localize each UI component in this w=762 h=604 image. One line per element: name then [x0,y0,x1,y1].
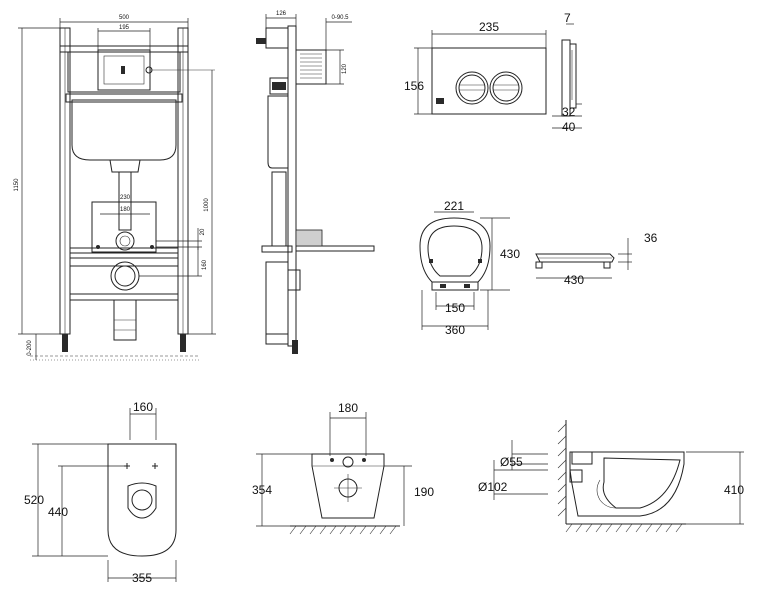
dim-flush-box-width: 195 [119,25,130,31]
bowl-top-view: 160 520 440 355 [24,400,177,585]
flush-pipe [118,171,132,231]
dim-seat-length: 430 [500,247,520,261]
dim-bowl-side-height: 410 [724,483,744,497]
flush-button-large [489,71,523,105]
flush-plate-view: 235 156 7 32 40 [404,11,582,134]
seat-top-view: 221 430 150 360 [419,199,520,337]
inlet-connector [115,231,135,251]
dim-bowl-back-hole-spacing: 180 [338,401,358,415]
dim-plate-thickness: 7 [564,11,571,25]
dim-seat-width-top: 221 [444,199,464,213]
dim-20: 20 [200,228,206,235]
dim-outlet-diameter: Ø102 [478,480,508,494]
dim-seat-hinge: 150 [445,301,465,315]
bowl-side-outline [569,451,685,517]
dim-inlet-diameter: Ø55 [500,455,523,469]
dim-bowl-outlet-height: 190 [414,485,434,499]
dim-side-adjust: 0-90.5 [331,15,349,21]
dim-plate-width: 235 [479,20,499,34]
side-drain-bend [265,261,301,335]
seat-outline [419,217,491,283]
dim-seat-side-length: 430 [564,273,584,287]
bowl-top-outline [107,443,177,557]
dim-plate-32: 32 [562,105,576,119]
dim-plate-40: 40 [562,120,576,134]
dim-adjust-range: 0-200 [27,340,33,356]
dim-seat-height: 36 [644,231,658,245]
frame-side-view: 126 0-90.5 120 [256,11,375,354]
side-cistern [267,95,289,169]
cistern-top [67,51,181,93]
dim-frame-height: 1150 [14,178,20,192]
frame-front-view: 500 195 1150 1000 230 180 20 160 0-200 [14,15,216,361]
flush-button-small [455,71,489,105]
frame-top-bar [59,45,189,53]
dim-side-height: 120 [342,63,348,74]
dim-bowl-length: 520 [24,493,44,507]
dim-bolt-spacing: 230 [120,195,131,201]
dim-side-depth: 126 [276,11,287,17]
side-support-arm [295,245,375,252]
dim-bowl-back-height: 354 [252,483,272,497]
dim-bowl-width: 355 [132,571,152,585]
bowl-side-view: Ø55 Ø102 410 [478,420,744,533]
dim-frame-width: 500 [119,15,130,21]
dim-160-frame: 160 [202,259,208,270]
dim-bolt-inner: 180 [120,207,131,213]
cistern-body [71,99,177,161]
dim-seat-total-width: 360 [445,323,465,337]
dim-plate-height: 156 [404,79,424,93]
seat-side-profile [535,253,615,263]
side-frame-post [287,25,297,347]
seat-side-view: 430 36 [535,231,658,287]
frame-right-foot [180,334,186,352]
dim-bowl-inner: 440 [48,505,68,519]
frame-left-foot [62,334,68,352]
flush-plate-outline [431,47,547,115]
bowl-back-view: 180 354 190 [252,401,434,535]
dim-flush-height: 1000 [204,198,210,212]
dim-bowl-hole-spacing: 160 [133,400,153,414]
